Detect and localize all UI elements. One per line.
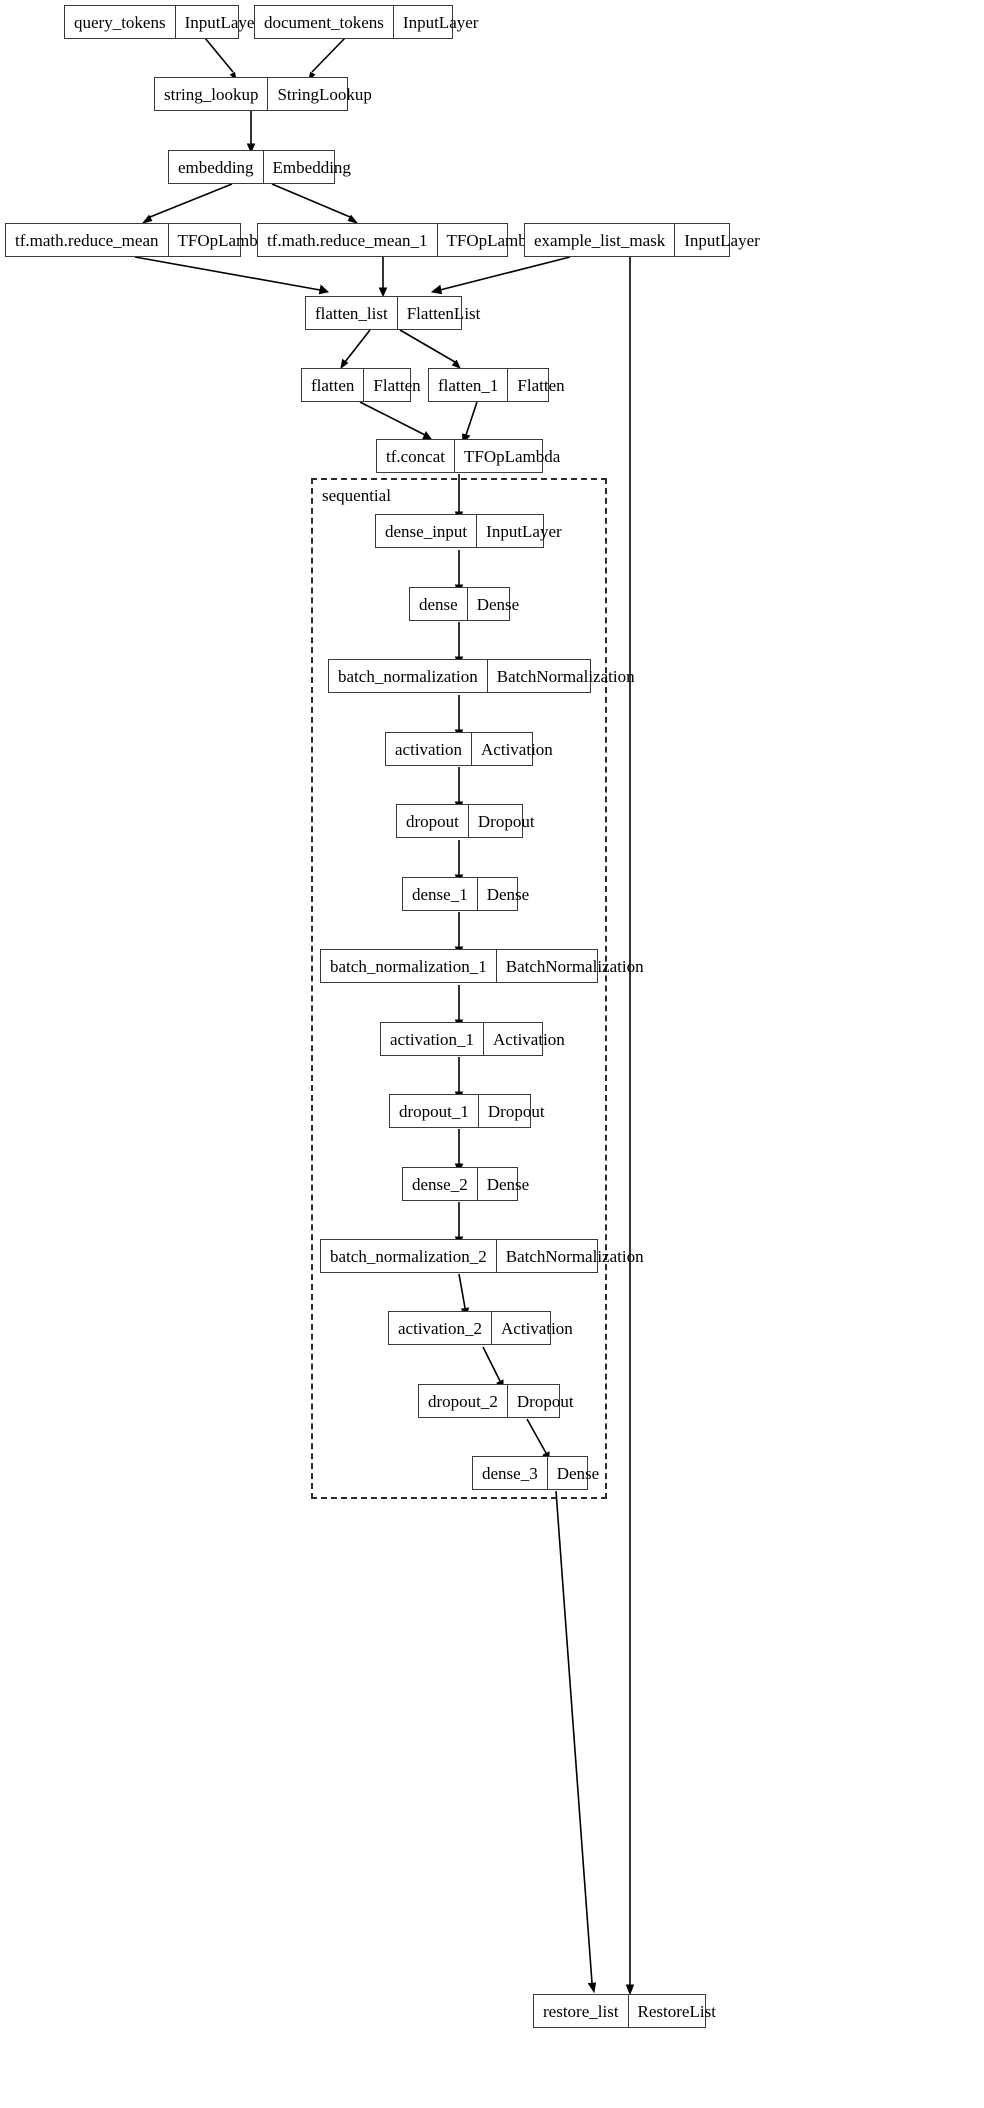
node-type: Activation [481, 739, 553, 759]
node-dense-input[interactable]: dense_input InputLayer [375, 514, 562, 548]
node-type: InputLayer [486, 521, 562, 541]
node-label: batch_normalization [329, 660, 488, 692]
node-type: Dropout [516, 1391, 574, 1411]
node-type: Flatten [373, 375, 421, 395]
node-label: tf.concat [377, 440, 455, 472]
node-type: BatchNormalization [505, 1246, 644, 1266]
node-label: string_lookup [155, 78, 269, 110]
node-type: TFOpLambda [177, 230, 274, 250]
node-label: query_tokens [65, 6, 176, 38]
node-dropout-2[interactable]: dropout_2 Dropout [418, 1384, 574, 1418]
node-type: Activation [501, 1318, 573, 1338]
node-label: batch_normalization_2 [321, 1240, 497, 1272]
node-type: Activation [493, 1029, 565, 1049]
node-label: activation [386, 733, 473, 765]
node-dense-2[interactable]: dense_2 Dense [402, 1167, 529, 1201]
node-label: restore_list [534, 1995, 629, 2027]
node-label: dense_input [376, 515, 478, 547]
node-dropout-1[interactable]: dropout_1 Dropout [389, 1094, 545, 1128]
node-dense[interactable]: dense Dense [409, 587, 519, 621]
node-dense-3[interactable]: dense_3 Dense [472, 1456, 599, 1490]
node-flatten-1[interactable]: flatten_1 Flatten [428, 368, 565, 402]
node-activation-1[interactable]: activation_1 Activation [380, 1022, 565, 1056]
node-type: BatchNormalization [505, 956, 644, 976]
node-tf-math-reduce-mean[interactable]: tf.math.reduce_mean TFOpLambda [5, 223, 274, 257]
node-type: Dense [556, 1463, 600, 1483]
node-type: FlattenList [406, 303, 481, 323]
node-batch-normalization[interactable]: batch_normalization BatchNormalization [328, 659, 635, 693]
node-string-lookup[interactable]: string_lookup StringLookup [154, 77, 372, 111]
node-type: TFOpLambda [446, 230, 543, 250]
node-batch-normalization-1[interactable]: batch_normalization_1 BatchNormalization [320, 949, 644, 983]
node-type: Dense [476, 594, 520, 614]
node-label: tf.math.reduce_mean [6, 224, 169, 256]
node-example-list-mask[interactable]: example_list_mask InputLayer [524, 223, 760, 257]
node-type: RestoreList [637, 2001, 716, 2021]
node-type: BatchNormalization [496, 666, 635, 686]
node-label: dropout_1 [390, 1095, 479, 1127]
node-type: Dropout [477, 811, 535, 831]
node-type: Dense [486, 884, 530, 904]
node-label: embedding [169, 151, 264, 183]
node-label: tf.math.reduce_mean_1 [258, 224, 438, 256]
node-flatten[interactable]: flatten Flatten [301, 368, 421, 402]
node-embedding[interactable]: embedding Embedding [168, 150, 351, 184]
node-label: activation_1 [381, 1023, 485, 1055]
node-query-tokens[interactable]: query_tokens InputLayer [64, 5, 260, 39]
node-restore-list[interactable]: restore_list RestoreList [533, 1994, 716, 2028]
node-label: dropout [397, 805, 469, 837]
node-label: flatten_1 [429, 369, 509, 401]
node-type: TFOpLambda [464, 446, 561, 466]
node-type: InputLayer [184, 12, 261, 32]
node-type: Flatten [517, 375, 565, 395]
node-type: InputLayer [402, 12, 479, 32]
node-label: dropout_2 [419, 1385, 508, 1417]
sequential-cluster-label: sequential [322, 486, 391, 505]
node-label: activation_2 [389, 1312, 493, 1344]
node-tf-math-reduce-mean-1[interactable]: tf.math.reduce_mean_1 TFOpLambda [257, 223, 543, 257]
node-label: dense_3 [473, 1457, 548, 1489]
node-type: Dense [486, 1174, 530, 1194]
node-label: dense_2 [403, 1168, 478, 1200]
node-activation[interactable]: activation Activation [385, 732, 553, 766]
node-label: dense [410, 588, 468, 620]
node-dropout[interactable]: dropout Dropout [396, 804, 535, 838]
node-document-tokens[interactable]: document_tokens InputLayer [254, 5, 478, 39]
node-label: document_tokens [255, 6, 394, 38]
node-activation-2[interactable]: activation_2 Activation [388, 1311, 573, 1345]
node-label: example_list_mask [525, 224, 676, 256]
node-type: StringLookup [277, 84, 372, 104]
node-label: flatten [302, 369, 365, 401]
node-label: batch_normalization_1 [321, 950, 497, 982]
sequential-cluster [311, 478, 607, 1499]
node-type: Dropout [487, 1101, 545, 1121]
node-label: flatten_list [306, 297, 398, 329]
node-flatten-list[interactable]: flatten_list FlattenList [305, 296, 480, 330]
node-label: dense_1 [403, 878, 478, 910]
node-batch-normalization-2[interactable]: batch_normalization_2 BatchNormalization [320, 1239, 644, 1273]
node-type: Embedding [272, 157, 351, 177]
node-type: InputLayer [684, 230, 760, 250]
node-tf-concat[interactable]: tf.concat TFOpLambda [376, 439, 560, 473]
node-dense-1[interactable]: dense_1 Dense [402, 877, 529, 911]
